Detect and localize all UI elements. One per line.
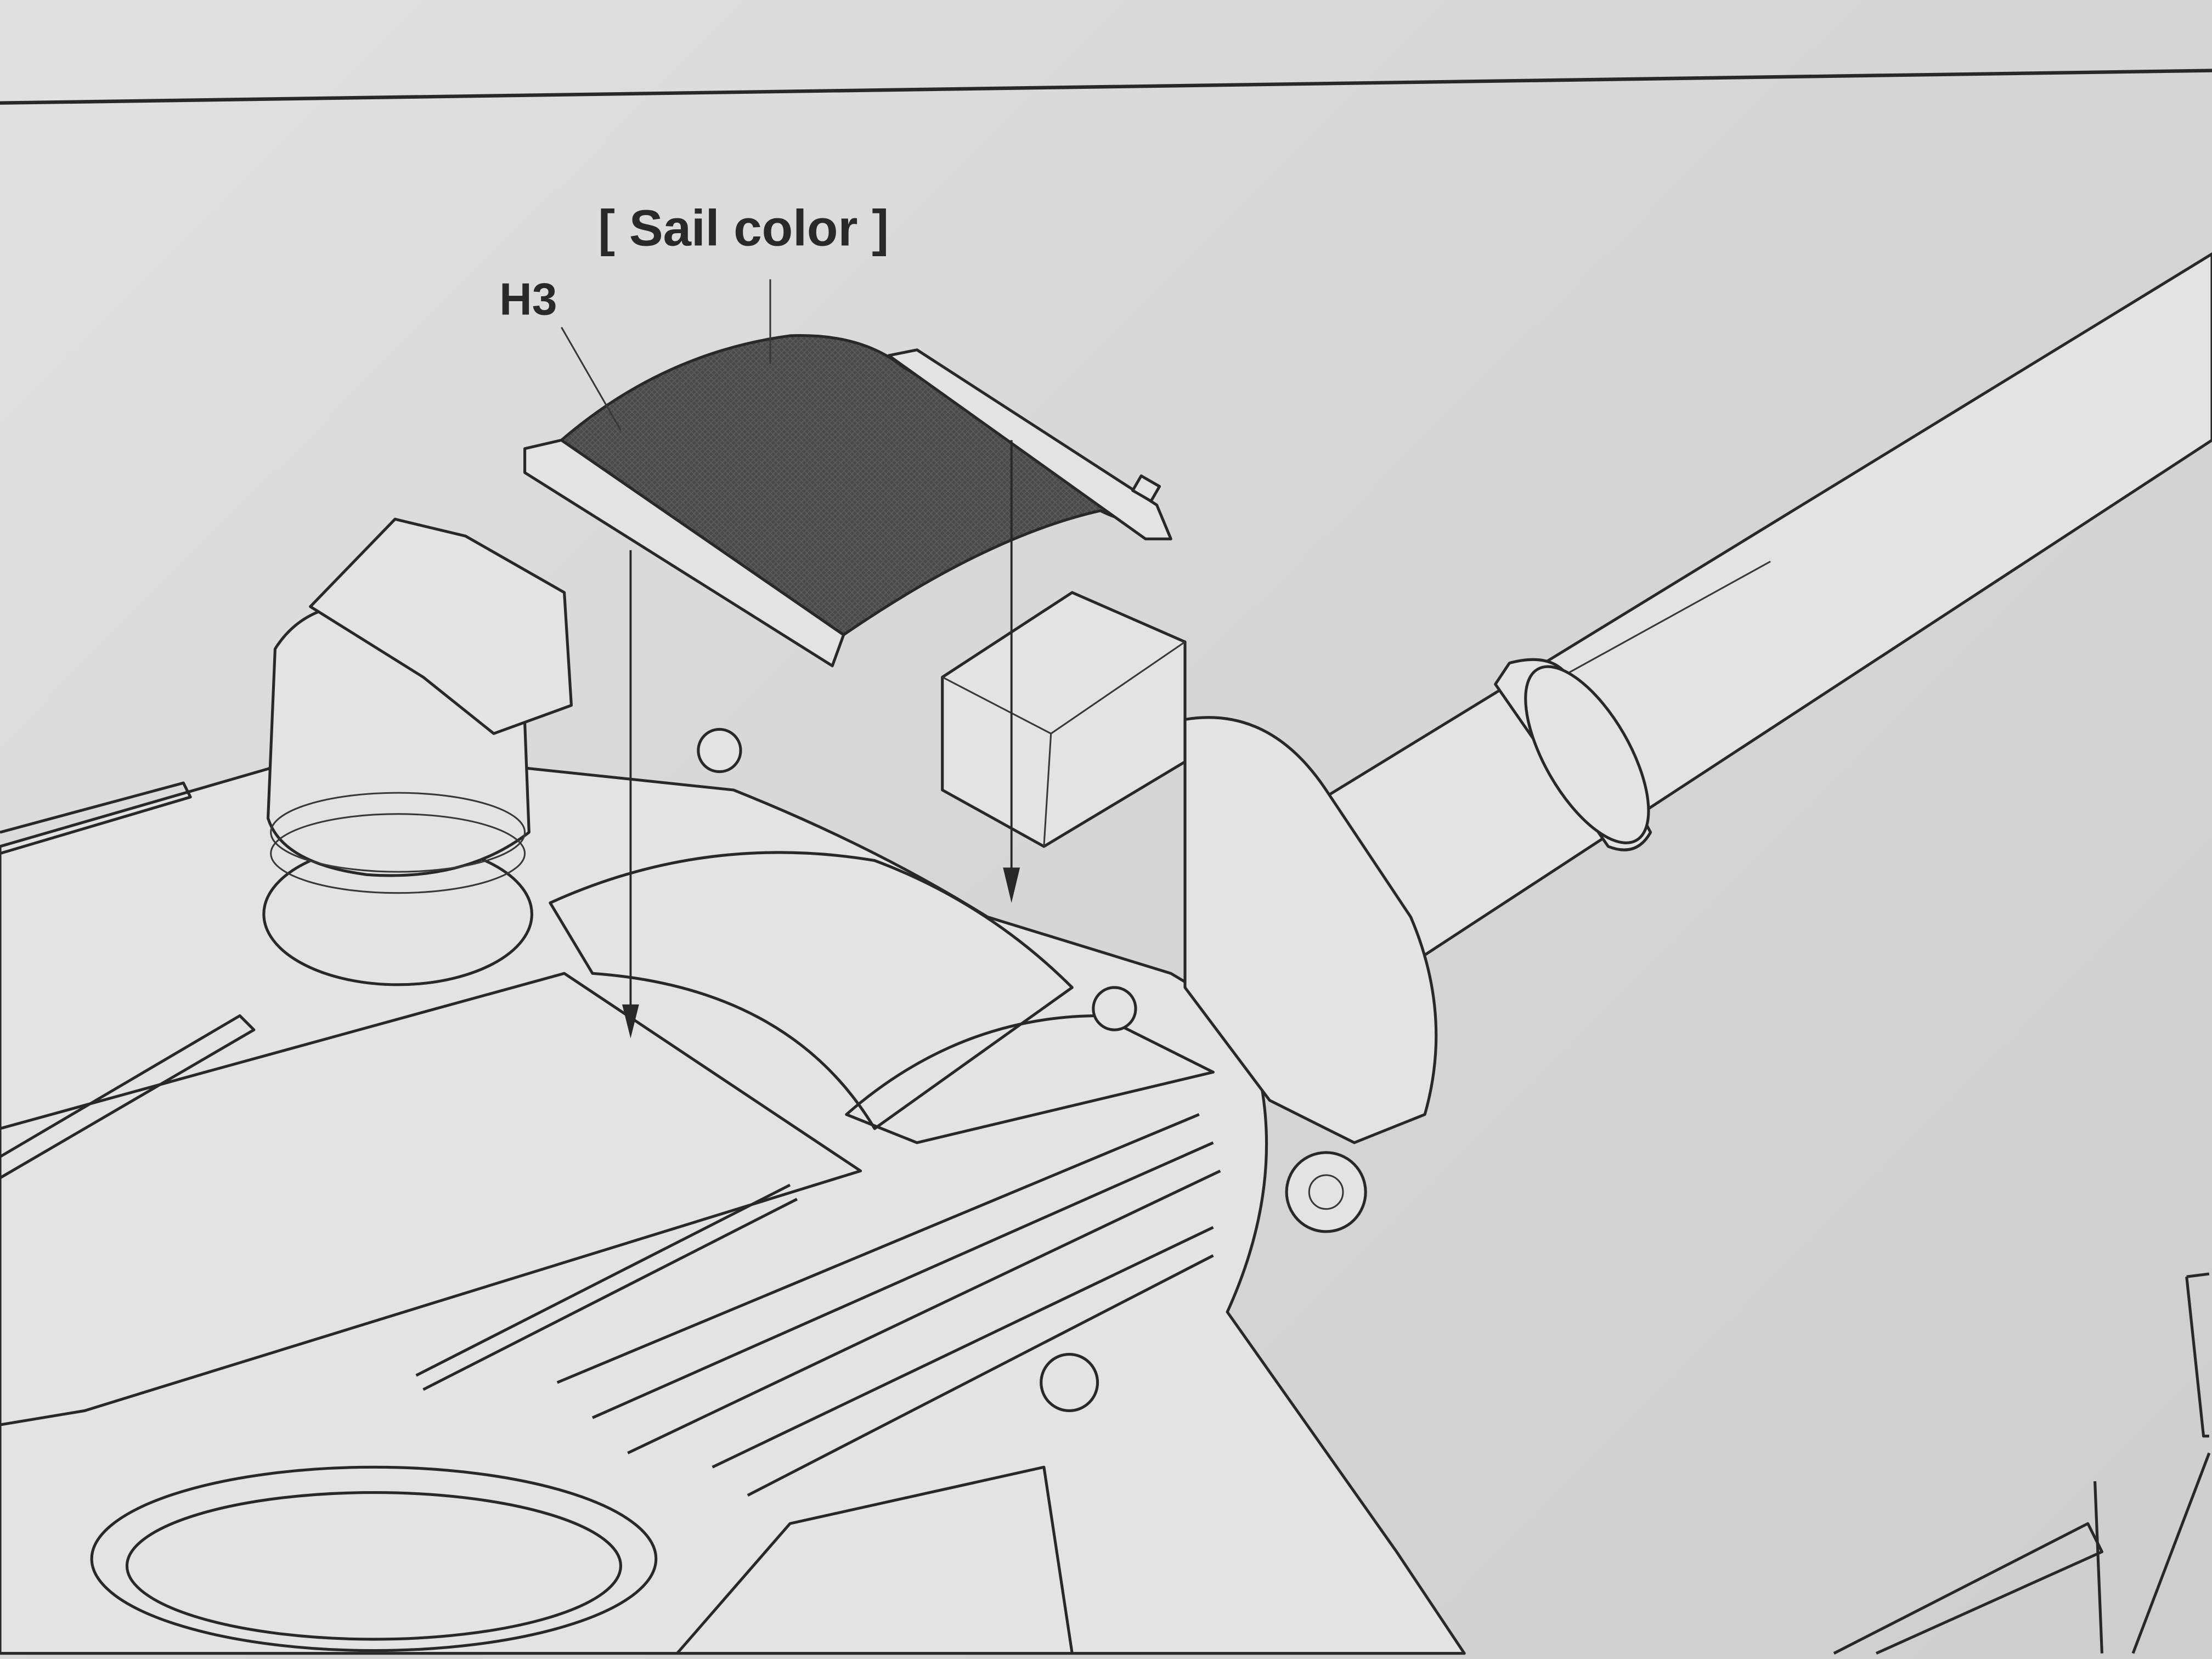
hatch-ring-inner — [125, 1491, 622, 1641]
part-h3-sail — [523, 334, 1172, 668]
header-rule — [0, 69, 2212, 105]
mantlet-assembly — [697, 591, 1438, 1233]
sail-color-label: [ Sail color ] — [598, 199, 889, 256]
hatch-ring-outer — [90, 1465, 658, 1652]
adjacent-step-fragment — [1833, 1272, 2211, 1655]
tube-bundle — [415, 1113, 1221, 1497]
sight-dome — [262, 517, 573, 986]
gun-barrel — [1289, 252, 2212, 975]
part-number-h3: H3 — [499, 274, 557, 324]
assembly-arrows — [561, 279, 1020, 1039]
